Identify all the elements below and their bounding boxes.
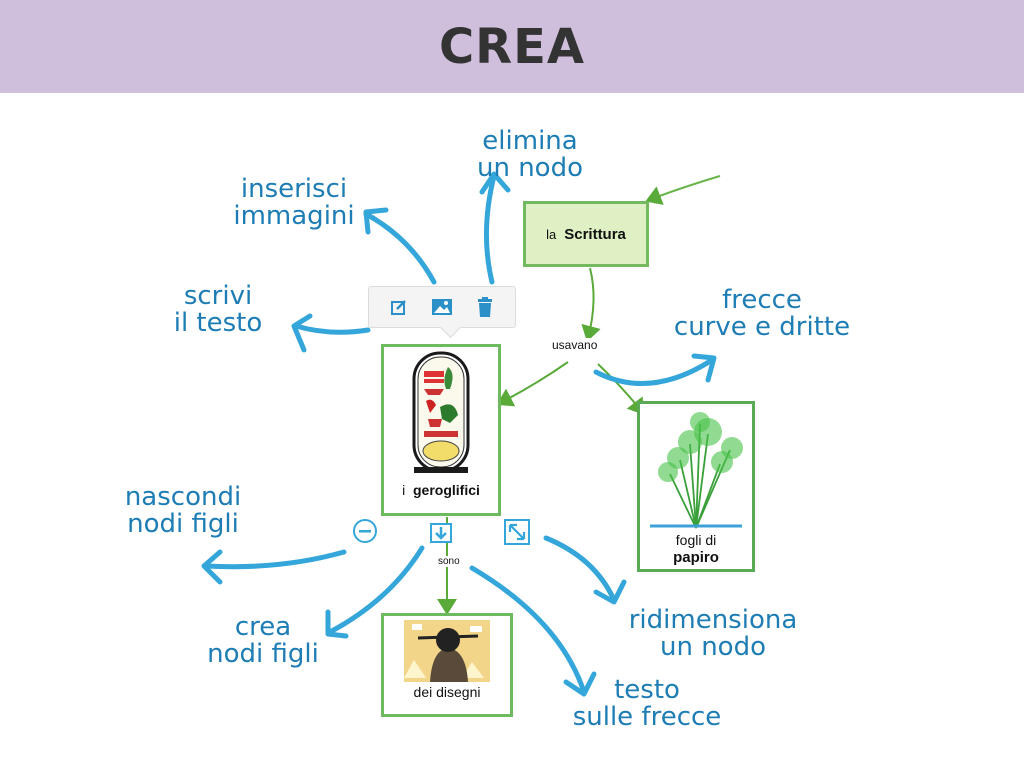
callout-arrows	[201, 171, 717, 697]
collapse-icon[interactable]	[352, 518, 378, 544]
resize-icon[interactable]	[503, 518, 530, 545]
node-caption: dei disegni	[413, 684, 481, 700]
node-disegni[interactable]: dei disegni	[381, 613, 513, 717]
add-child-icon[interactable]	[428, 520, 454, 546]
node-scrittura[interactable]: la Scrittura	[523, 201, 649, 267]
node-title: Scrittura	[564, 225, 626, 243]
arrow-crea	[327, 545, 425, 635]
node-geroglifici[interactable]: i geroglifici	[381, 344, 501, 516]
arrow-testo	[469, 565, 587, 695]
node-toolbar	[368, 286, 516, 339]
arrow-nascondi	[203, 549, 347, 570]
arrow-frecce	[593, 357, 715, 387]
link-label-usavano[interactable]: usavano	[550, 338, 600, 352]
page-title: CREA	[438, 18, 586, 75]
cartouche-image	[412, 351, 470, 473]
arrow-ridimensiona	[543, 535, 617, 603]
link-usavano-geroglifici	[496, 361, 569, 407]
link-label-sono[interactable]: sono	[436, 556, 462, 567]
edit-icon[interactable]	[386, 294, 412, 320]
link-top-right	[645, 175, 721, 205]
link-scrittura-usavano	[581, 267, 601, 342]
node-prefix: la	[546, 226, 557, 242]
node-caption: fogli di papiro	[673, 532, 719, 566]
node-papiro[interactable]: fogli di papiro	[637, 401, 755, 572]
papyrus-image	[650, 412, 743, 529]
trash-icon[interactable]	[472, 294, 498, 320]
arrow-inserisci	[363, 211, 437, 285]
image-icon[interactable]	[429, 294, 455, 320]
drawing-image	[404, 620, 490, 682]
arrow-scrivi	[293, 323, 371, 335]
node-caption: i geroglifici	[402, 482, 480, 498]
title-bar: CREA	[0, 0, 1024, 93]
link-usavano-papiro	[597, 363, 645, 416]
arrow-elimina	[483, 173, 497, 285]
